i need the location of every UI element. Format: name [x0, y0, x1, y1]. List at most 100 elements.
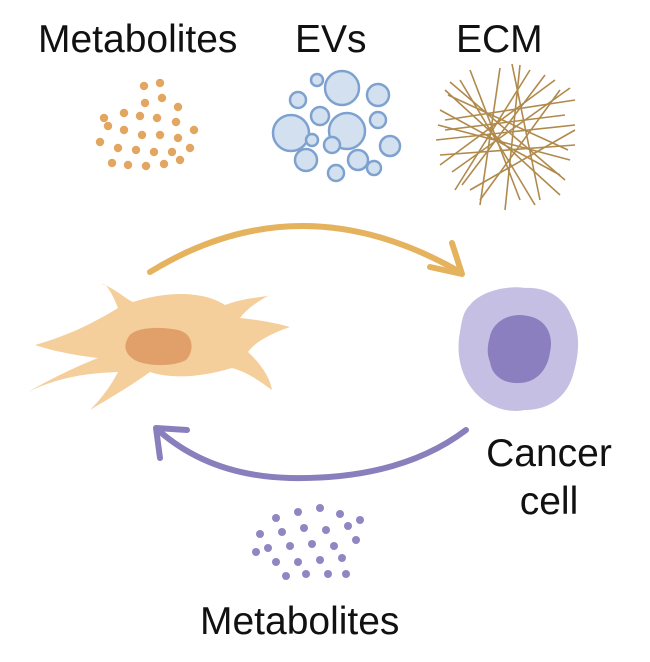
extracellular-vesicle: [365, 159, 383, 177]
evs-label: EVs: [295, 18, 367, 61]
metabolite-dot: [123, 160, 133, 170]
metabolite-dot: [157, 93, 167, 103]
extracellular-vesicle: [368, 110, 388, 130]
metabolite-dot: [300, 524, 308, 532]
metabolite-dot: [167, 147, 177, 157]
ecm-fiber: [439, 144, 576, 156]
extracellular-vesicle: [309, 105, 331, 127]
metabolites-label-bottom: Metabolites: [200, 600, 400, 643]
extracellular-vesicle: [346, 148, 370, 172]
ecm-fiber: [469, 69, 521, 201]
ecm-fiber: [444, 114, 566, 131]
metabolite-dot: [342, 570, 350, 578]
extracellular-vesicle: [304, 132, 320, 148]
metabolite-dot: [302, 570, 310, 578]
metabolite-dot: [272, 558, 280, 566]
ecm-label: ECM: [456, 18, 543, 61]
ecm-fiber: [479, 89, 561, 201]
metabolite-dot: [152, 113, 162, 123]
metabolite-dot: [140, 98, 150, 108]
cancer-cell-label-line2: cell: [519, 479, 579, 523]
metabolite-dot: [113, 143, 123, 153]
metabolite-dot: [103, 121, 113, 131]
metabolite-dot: [272, 514, 280, 522]
ecm-fiber: [449, 81, 566, 181]
metabolite-dot: [119, 108, 129, 118]
metabolite-dot: [294, 508, 302, 516]
ecm-fiber: [439, 109, 561, 176]
metabolites-orange-dots: [95, 78, 199, 171]
metabolite-dot: [256, 530, 264, 538]
cancer-cell-nucleus: [487, 314, 552, 384]
extracellular-vesicle: [326, 163, 346, 183]
cancer-cell-label-line1: Cancer: [486, 432, 612, 475]
metabolite-dot: [352, 536, 360, 544]
metabolite-dot: [159, 159, 169, 169]
metabolite-dot: [173, 133, 183, 143]
metabolite-dot: [185, 143, 195, 153]
metabolite-dot: [137, 130, 147, 140]
ecm-fiber: [469, 129, 576, 191]
metabolite-dot: [189, 125, 199, 135]
metabolite-dot: [278, 528, 286, 536]
fibroblast-nucleus: [125, 327, 192, 366]
metabolite-dot: [316, 504, 324, 512]
ecm-fiber: [459, 79, 536, 206]
metabolite-dot: [173, 102, 183, 112]
cancer-cell-label: Cancer cell: [474, 430, 624, 525]
extracellular-vesicle: [309, 72, 325, 88]
ecm-fiber: [461, 74, 546, 186]
metabolite-dot: [171, 117, 181, 127]
metabolite-dot: [338, 554, 346, 562]
metabolite-dot: [99, 113, 109, 123]
metabolite-dot: [330, 542, 338, 550]
ecm-fiber: [511, 63, 541, 201]
ecm-fiber-mesh: [435, 63, 576, 211]
metabolite-dot: [141, 161, 151, 171]
metabolite-dot: [175, 155, 185, 165]
fibroblast-to-cancer-arrow: [147, 223, 463, 275]
metabolite-dot: [344, 522, 352, 530]
cancer-to-fibroblast-arrow: [155, 427, 469, 482]
extracellular-vesicle: [293, 147, 319, 173]
metabolite-dot: [264, 544, 272, 552]
metabolite-dot: [316, 556, 324, 564]
cancer-to-fibroblast-arrowhead: [153, 425, 190, 461]
metabolite-dot: [322, 526, 330, 534]
metabolite-dot: [356, 516, 364, 524]
extracellular-vesicle: [365, 82, 391, 108]
extracellular-vesicle: [271, 113, 311, 153]
fibroblast-to-cancer-arrowhead: [427, 240, 465, 277]
ecm-fiber: [454, 69, 531, 191]
metabolite-dot: [294, 558, 302, 566]
ecm-fiber: [437, 124, 571, 161]
metabolite-dot: [95, 137, 105, 147]
metabolite-dot: [308, 540, 316, 548]
metabolite-dot: [336, 510, 344, 518]
metabolite-dot: [286, 542, 294, 550]
metabolites-label-top: Metabolites: [38, 18, 238, 61]
metabolite-dot: [131, 145, 141, 155]
metabolites-purple-dots: [252, 504, 364, 580]
metabolite-dot: [324, 570, 332, 578]
extracellular-vesicle: [288, 90, 308, 110]
fibroblast-cell: [28, 283, 290, 410]
ecm-fiber: [444, 99, 576, 121]
extracellular-vesicle: [322, 135, 342, 155]
ecm-fiber: [504, 64, 521, 211]
metabolite-dot: [139, 81, 149, 91]
metabolite-dot: [282, 572, 290, 580]
ecm-fiber: [435, 124, 576, 141]
cancer-cell: [458, 287, 579, 411]
evs-vesicles: [271, 69, 402, 183]
metabolite-dot: [135, 111, 145, 121]
metabolite-dot: [149, 147, 159, 157]
extracellular-vesicle: [378, 134, 402, 158]
metabolite-dot: [155, 130, 165, 140]
extracellular-vesicle: [323, 69, 361, 107]
metabolite-dot: [119, 125, 129, 135]
metabolite-dot: [107, 158, 117, 168]
metabolite-dot: [252, 548, 260, 556]
